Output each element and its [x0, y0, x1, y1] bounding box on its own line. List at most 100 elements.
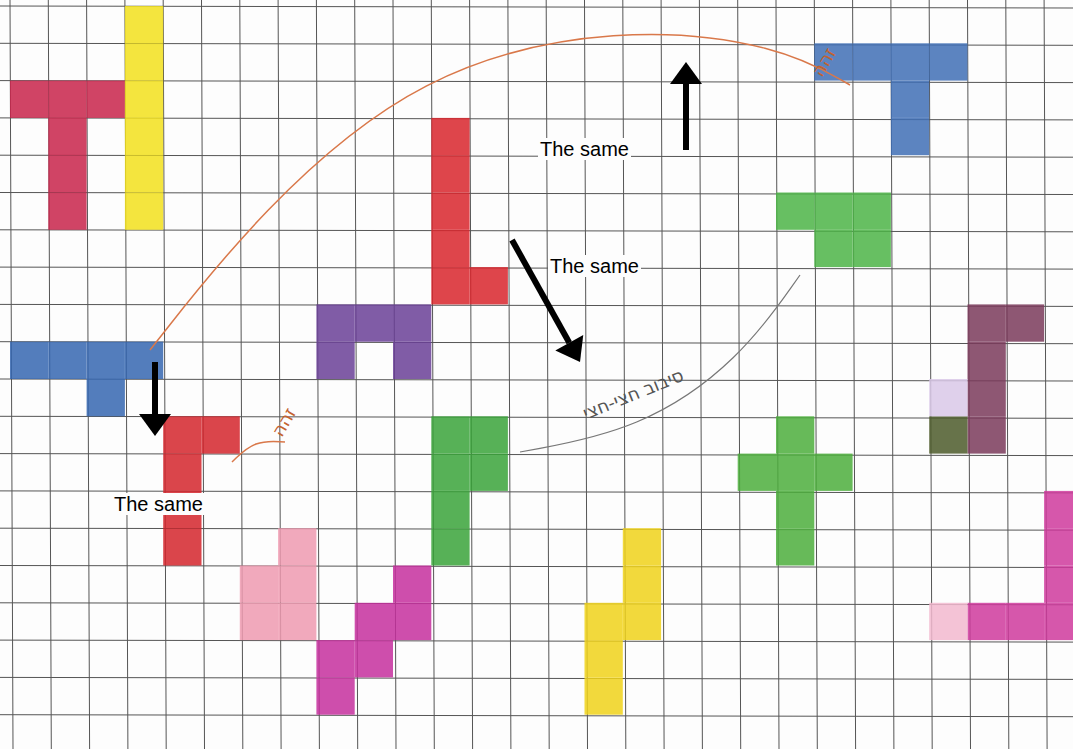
colored-cell [431, 118, 469, 155]
pentomino-shapes [10, 6, 1073, 715]
colored-cell [10, 81, 48, 118]
colored-piece [929, 603, 967, 640]
colored-cell [968, 416, 1006, 453]
colored-cell [585, 603, 623, 640]
colored-cell [125, 43, 163, 80]
colored-cell [48, 81, 86, 118]
colored-piece [929, 379, 967, 416]
colored-cell [48, 342, 86, 379]
colored-cell [393, 566, 431, 603]
colored-cell [355, 640, 393, 677]
colored-cell [431, 155, 469, 192]
colored-cell [891, 118, 929, 155]
colored-cell [125, 193, 163, 230]
colored-cell [968, 603, 1006, 640]
colored-cell [278, 566, 316, 603]
colored-cell [48, 155, 86, 192]
colored-cell [393, 342, 431, 379]
colored-cell [814, 454, 852, 491]
colored-cell [1044, 566, 1073, 603]
colored-cell [125, 81, 163, 118]
colored-cell [431, 416, 469, 453]
colored-cell [87, 81, 125, 118]
colored-cell [393, 603, 431, 640]
colored-cell [814, 193, 852, 230]
colored-piece [929, 416, 967, 453]
colored-cell [853, 43, 891, 80]
colored-cell [163, 416, 201, 453]
colored-cell [355, 603, 393, 640]
colored-cell [776, 454, 814, 491]
colored-cell [470, 454, 508, 491]
colored-cell [125, 155, 163, 192]
colored-piece [738, 416, 853, 565]
colored-cell [431, 267, 469, 304]
colored-piece [968, 491, 1073, 640]
colored-cell [431, 454, 469, 491]
colored-cell [316, 640, 354, 677]
grid-line [776, 0, 779, 749]
colored-cell [1006, 603, 1044, 640]
colored-cell [431, 230, 469, 267]
colored-piece [163, 416, 240, 565]
grey-arc [520, 275, 800, 452]
colored-cell [163, 454, 201, 491]
colored-piece [585, 528, 662, 715]
orange-arc [232, 441, 285, 462]
colored-piece [316, 566, 431, 715]
grid-line [0, 640, 1073, 642]
grid-line [814, 0, 817, 749]
colored-cell [623, 603, 661, 640]
colored-piece [240, 528, 317, 640]
grid-line [431, 0, 434, 749]
colored-piece [814, 43, 967, 155]
colored-cell [623, 528, 661, 565]
colored-cell [814, 230, 852, 267]
colored-cell [278, 528, 316, 565]
orange-arc [150, 35, 850, 350]
colored-cell [585, 677, 623, 714]
arrow-head [139, 414, 171, 436]
grid-line [0, 603, 1073, 605]
colored-cell [776, 491, 814, 528]
colored-cell [968, 304, 1006, 341]
colored-cell [431, 528, 469, 565]
grid-line [0, 379, 1073, 381]
colored-cell [316, 677, 354, 714]
grid-line [0, 677, 1073, 679]
grid-line [508, 0, 511, 749]
colored-cell [470, 267, 508, 304]
arrow-shaft [683, 84, 689, 150]
colored-cell [355, 304, 393, 341]
grid-line [163, 0, 166, 749]
colored-cell [1044, 528, 1073, 565]
colored-cell [1044, 603, 1073, 640]
colored-cell [278, 603, 316, 640]
colored-cell [163, 528, 201, 565]
grid-line [0, 454, 1073, 456]
colored-cell [87, 379, 125, 416]
grid-line [0, 267, 1073, 269]
annotation-label: The same [538, 138, 631, 160]
colored-cell [316, 304, 354, 341]
colored-cell [929, 416, 967, 453]
colored-cell [968, 342, 1006, 379]
colored-cell [431, 491, 469, 528]
colored-cell [470, 416, 508, 453]
grid-line [699, 0, 702, 749]
colored-piece [316, 304, 431, 379]
colored-cell [125, 118, 163, 155]
colored-cell [431, 193, 469, 230]
grid-line [470, 0, 473, 749]
colored-cell [929, 379, 967, 416]
colored-cell [316, 342, 354, 379]
colored-cell [929, 603, 967, 640]
grid-line [0, 566, 1073, 568]
colored-cell [125, 6, 163, 43]
colored-cell [776, 193, 814, 230]
grid-line [202, 0, 205, 749]
grid-line [0, 528, 1073, 530]
